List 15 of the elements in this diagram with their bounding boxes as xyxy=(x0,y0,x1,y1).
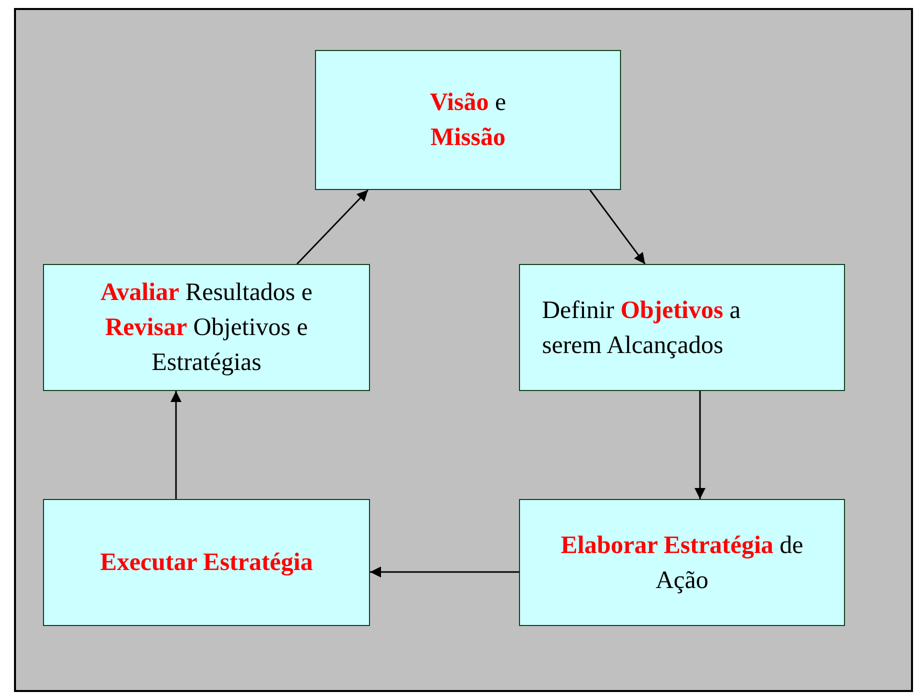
box-text: Definir Objetivos a serem Alcançados xyxy=(542,296,742,360)
arrow xyxy=(170,391,182,499)
arrow xyxy=(296,189,369,265)
box-text: Visão e Missão xyxy=(428,88,508,153)
process-box xyxy=(519,264,845,391)
process-box xyxy=(315,50,621,190)
arrow xyxy=(370,566,519,578)
process-box xyxy=(519,499,845,626)
arrow xyxy=(589,190,646,264)
box-text: Avaliar Resultados e Revisar Objetivos e Estratégias xyxy=(99,278,314,378)
box-text: Executar Estratégia xyxy=(100,548,313,578)
box-text: Elaborar Estratégia de Ação xyxy=(560,530,804,596)
process-box xyxy=(43,499,370,626)
arrow xyxy=(694,391,706,499)
process-box xyxy=(43,264,370,391)
